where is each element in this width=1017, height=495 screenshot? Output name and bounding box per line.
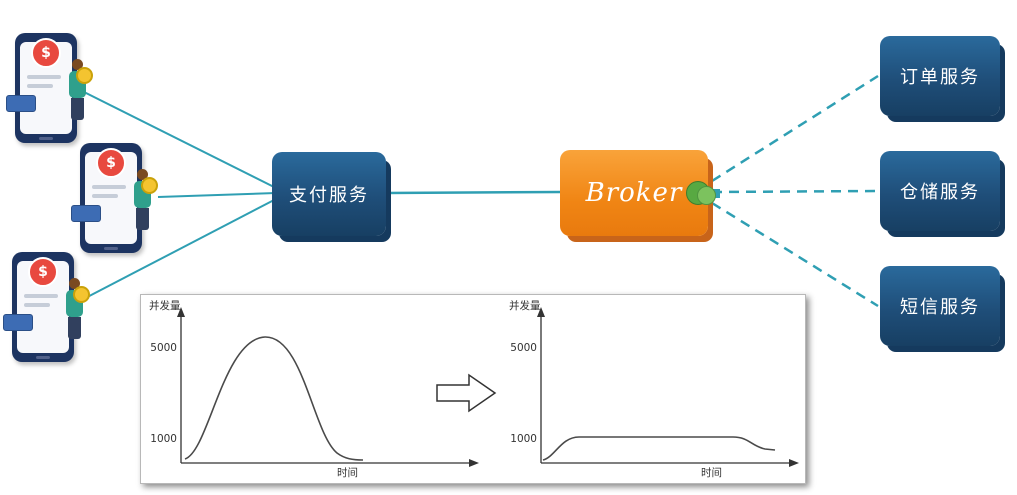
service-node-sms: 短信服务	[880, 266, 1000, 346]
bank-card-icon	[6, 95, 36, 112]
left-tick-5000: 5000	[150, 342, 177, 354]
left-ylabel: 并发量	[149, 299, 181, 312]
left-tick-1000: 1000	[150, 433, 177, 445]
right-tick-1000: 1000	[510, 433, 537, 445]
right-y-arrowhead	[537, 307, 545, 317]
client-phone-1: $	[6, 33, 93, 143]
right-curve	[542, 436, 776, 461]
payment-service-label: 支付服务	[289, 185, 369, 206]
broker-label: Broker	[585, 178, 683, 208]
charts-figure: 并发量 5000 1000 时间 并发量 5000 1000 时间	[149, 299, 799, 479]
bank-card-icon	[3, 314, 33, 331]
sms-service-label: 短信服务	[900, 297, 980, 318]
order-service-label: 订单服务	[900, 67, 980, 88]
screen-text-line	[27, 75, 61, 79]
service-node-warehouse: 仓储服务	[880, 151, 1000, 231]
client-phone-3: $	[3, 252, 90, 362]
client-phone-2: $	[71, 143, 158, 253]
left-xlabel: 时间	[337, 466, 358, 479]
home-button	[36, 356, 50, 359]
messages-icon	[686, 179, 720, 207]
left-curve	[184, 336, 364, 461]
coin-icon	[141, 177, 158, 194]
screen-text-line	[24, 303, 50, 307]
screen-text-line	[92, 194, 118, 198]
dollar-badge-icon: $	[31, 38, 61, 68]
left-x-arrowhead	[469, 459, 479, 467]
screen-text-line	[27, 84, 53, 88]
payment-service-node: 支付服务	[272, 152, 386, 236]
left-y-arrowhead	[177, 307, 185, 317]
right-x-arrowhead	[789, 459, 799, 467]
dollar-badge-icon: $	[28, 257, 58, 287]
dollar-badge-icon: $	[96, 148, 126, 178]
left-chart: 并发量 5000 1000 时间	[149, 299, 479, 479]
edge-broker-sms	[711, 201, 879, 308]
broker-node: Broker	[560, 150, 720, 236]
coin-icon	[73, 286, 90, 303]
home-button	[104, 247, 118, 250]
screen-text-line	[92, 185, 126, 189]
edge-broker-warehouse	[711, 189, 879, 194]
warehouse-service-label: 仓储服务	[900, 182, 980, 203]
service-node-order: 订单服务	[880, 36, 1000, 116]
right-ylabel: 并发量	[509, 299, 541, 312]
charts-panel: 并发量 5000 1000 时间 并发量 5000 1000 时间	[140, 294, 806, 484]
bank-card-icon	[71, 205, 101, 222]
edge-phone2-payment	[157, 192, 277, 198]
screen-text-line	[24, 294, 58, 298]
edge-payment-broker	[385, 190, 563, 195]
coin-icon	[76, 67, 93, 84]
right-tick-5000: 5000	[510, 342, 537, 354]
home-button	[39, 137, 53, 140]
right-xlabel: 时间	[701, 466, 722, 479]
edge-broker-order	[711, 74, 879, 183]
transform-arrow-icon	[436, 373, 497, 413]
right-chart: 并发量 5000 1000 时间	[509, 299, 799, 479]
